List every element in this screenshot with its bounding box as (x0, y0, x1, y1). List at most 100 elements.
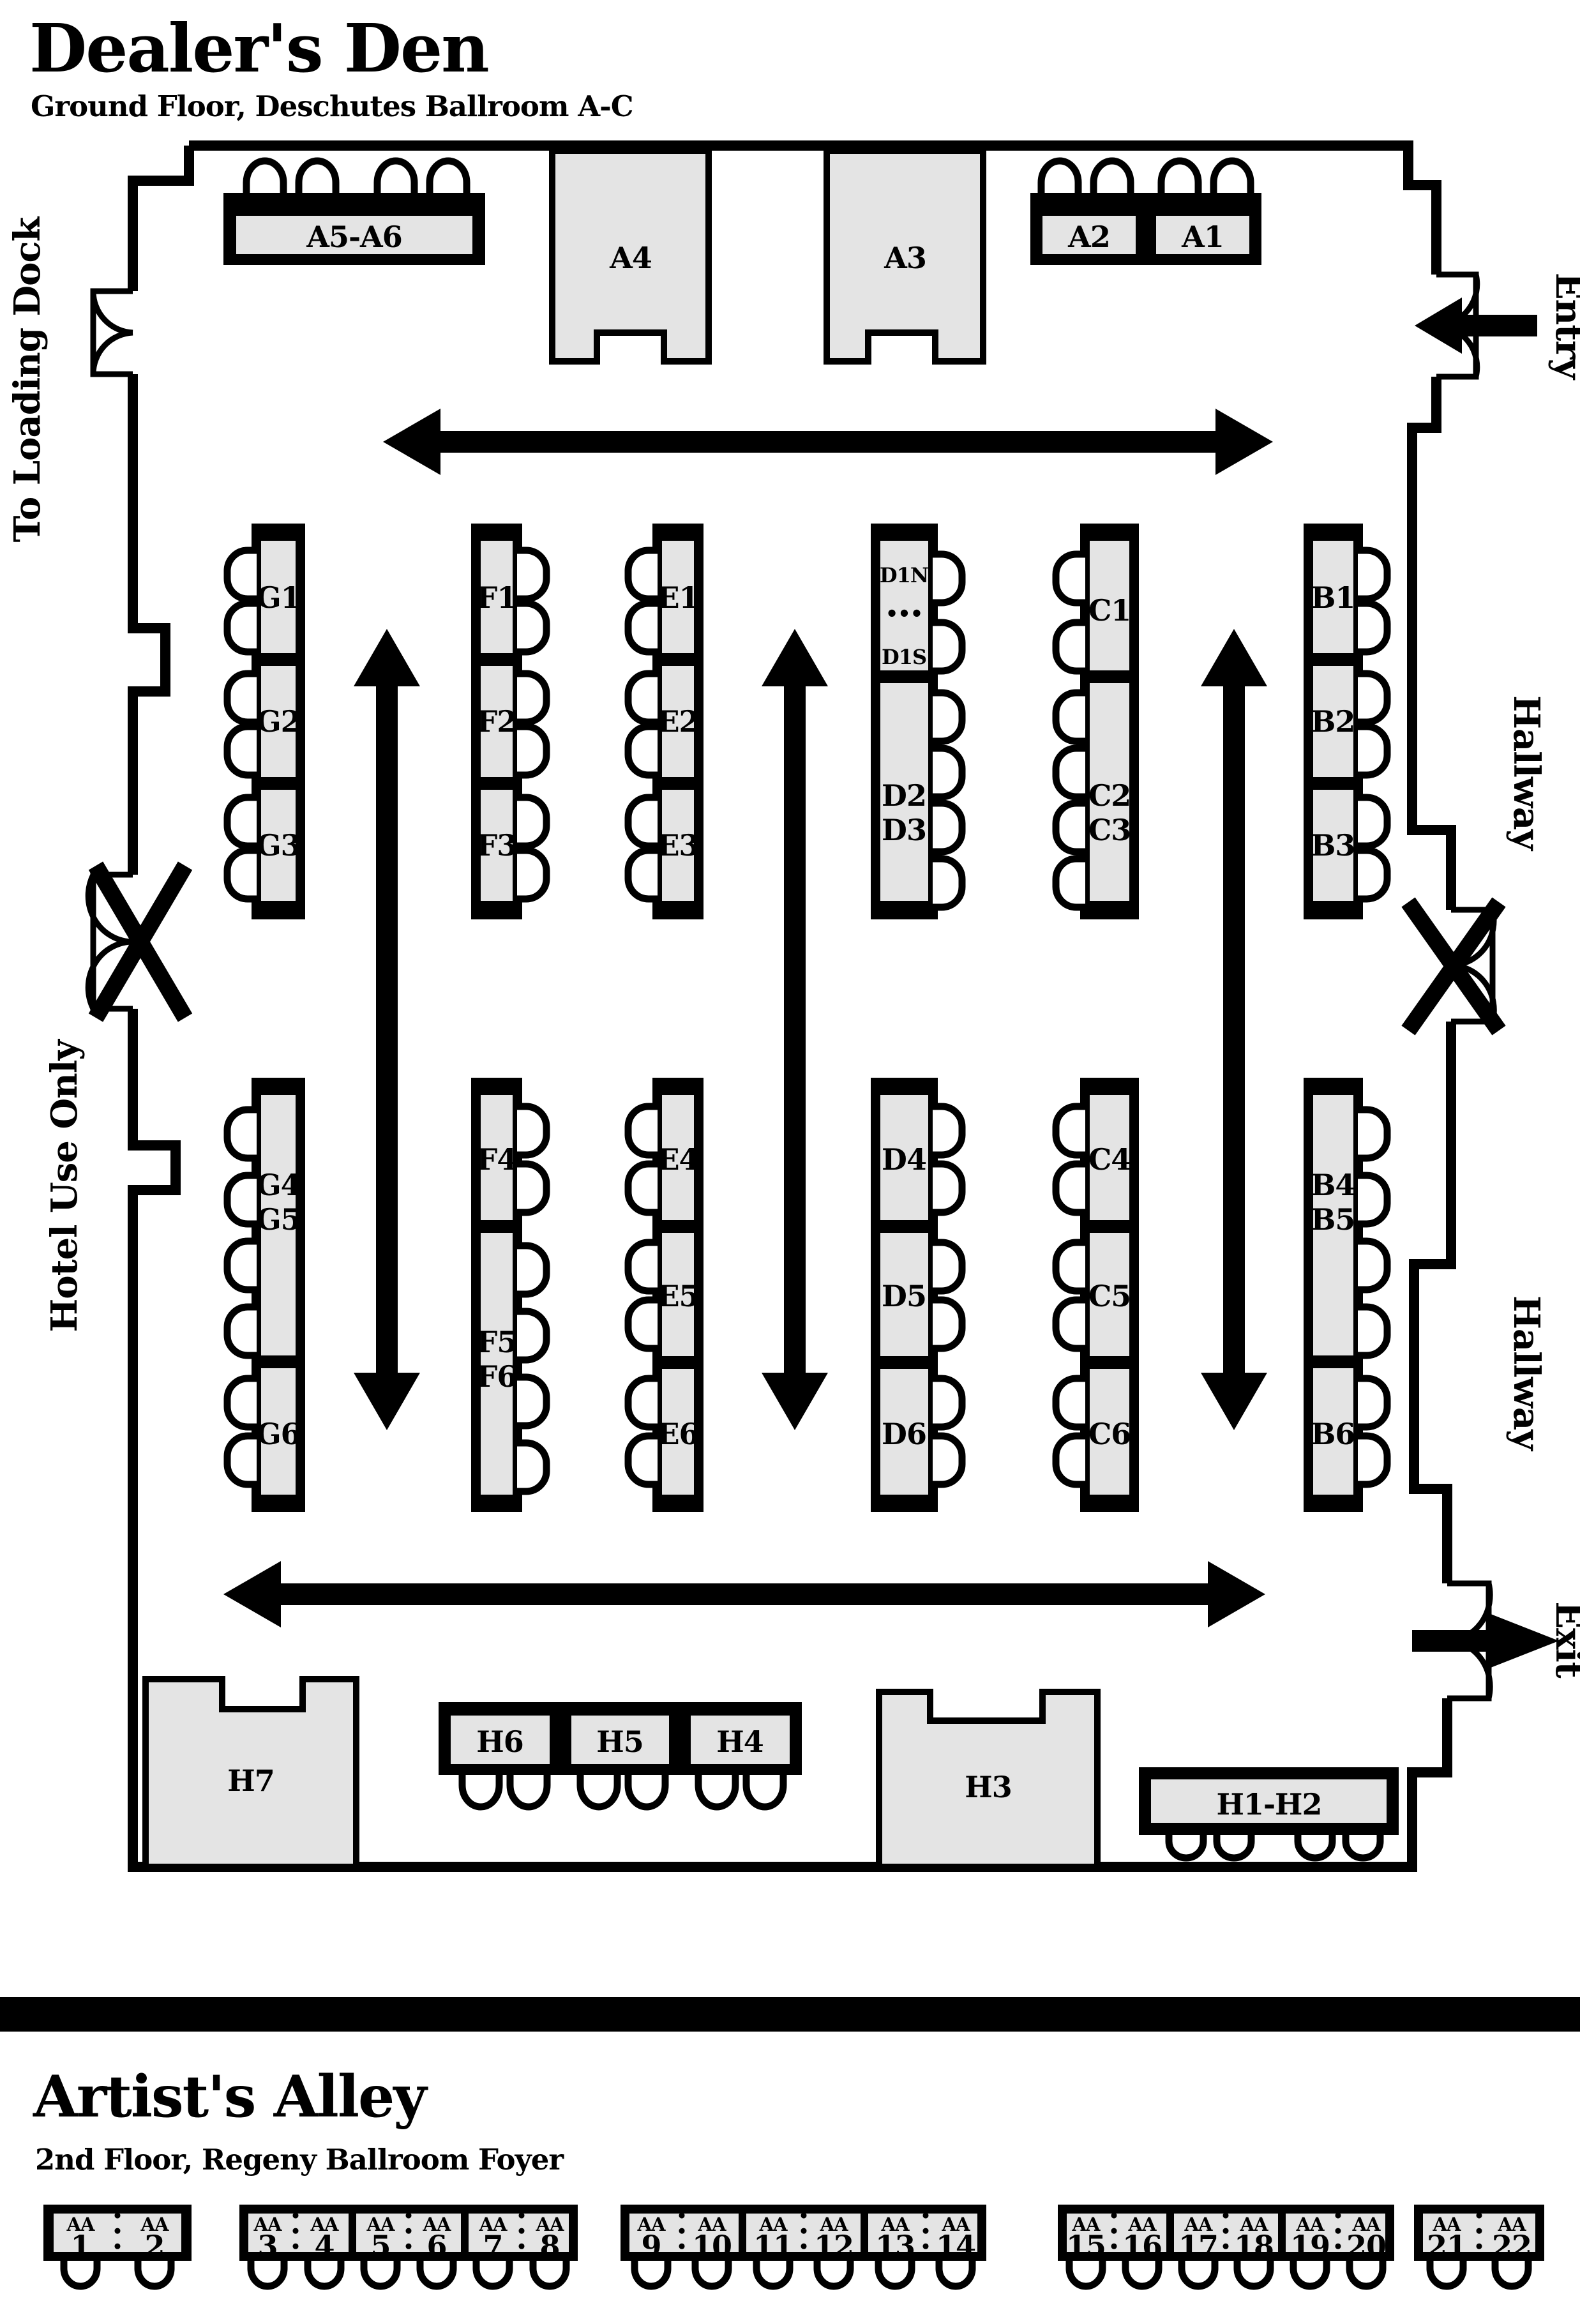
booth-b4-label: B4 (1311, 1168, 1355, 1202)
chair-icon (1342, 1835, 1384, 1862)
booth-column-b-lower: B4 B5 B6 (1304, 1078, 1363, 1512)
table-aa18-prefix: AA (1239, 2214, 1268, 2235)
chair-icon (223, 1106, 257, 1162)
booth-column-f-lower: F4 F5 F6 (471, 1078, 522, 1512)
booth-a2-label: A2 (1067, 220, 1110, 254)
table-aa21-prefix: AA (1432, 2214, 1461, 2235)
booth-h3-label: H3 (965, 1770, 1011, 1804)
table-aa8-prefix: AA (535, 2214, 564, 2235)
chair-icon (458, 1775, 503, 1811)
closed-door-right (1401, 897, 1506, 1036)
booth-h7-label: H7 (227, 1763, 274, 1798)
booth-f5-label: F5 (477, 1325, 517, 1359)
chair-icon (624, 547, 658, 603)
table-aa16-number: 16 (1122, 2229, 1162, 2263)
chair-icon (624, 1103, 658, 1159)
chair-icon (472, 2261, 513, 2290)
chair-icon (1358, 1237, 1391, 1294)
chair-icon (304, 2261, 345, 2290)
table-aa15-prefix: AA (1071, 2214, 1101, 2235)
table-aa7-number: 7 (483, 2229, 502, 2263)
booth-c3-label: C3 (1088, 813, 1131, 847)
table-aa6-prefix: AA (422, 2214, 451, 2235)
chair-icon (529, 2261, 570, 2290)
chair-icon (1052, 855, 1085, 911)
dealers-den-subtitle: Ground Floor, Deschutes Ballroom A-C (31, 89, 633, 123)
chair-icon (875, 2261, 915, 2290)
chair-icon (223, 1375, 257, 1431)
booth-c4-label: C4 (1088, 1142, 1131, 1177)
hotel-use-label: Hotel Use Only (43, 1039, 86, 1332)
chair-icon (134, 2261, 175, 2290)
chair-icon (1358, 1172, 1391, 1228)
entry-label: Entry (1547, 273, 1580, 381)
chair-icon (1052, 1296, 1085, 1352)
booth-b6-label: B6 (1311, 1417, 1355, 1451)
table-aa2-number: 2 (144, 2229, 164, 2263)
table-aa2-prefix: AA (140, 2214, 169, 2235)
exit-door (1412, 1580, 1559, 1701)
booth-b3-label: B3 (1311, 828, 1355, 863)
chair-icon (933, 1296, 966, 1352)
chair-icon (1233, 2261, 1274, 2290)
chair-icon (933, 1103, 966, 1159)
table-aa10-number: 10 (692, 2229, 732, 2263)
booth-h6-label: H6 (476, 1724, 523, 1759)
chair-icon (416, 2261, 457, 2290)
table-aa13-prefix: AA (880, 2214, 910, 2235)
chair-icon (223, 1237, 257, 1294)
section-separator (0, 1997, 1580, 2032)
chair-icon (933, 1375, 966, 1431)
booth-a3-label: A3 (884, 241, 926, 275)
chair-icon (223, 723, 257, 779)
booth-h7: H7 (142, 1676, 359, 1870)
booth-a5a6-label: A5-A6 (306, 220, 402, 254)
table-aa1-prefix: AA (66, 2214, 95, 2235)
booth-h3: H3 (876, 1689, 1101, 1870)
table-aa13-number: 13 (875, 2229, 915, 2263)
artists-alley-tables: AA 1 AA 2 AA 3 AA 4 AA 5 AA 6 AA 7 AA 8 … (43, 2205, 1544, 2263)
table-aa4-prefix: AA (310, 2214, 339, 2235)
chair-icon (247, 2261, 288, 2290)
booth-column-e-lower: E4 E5 E6 (652, 1078, 703, 1512)
chair-icon (1213, 1835, 1255, 1862)
chair-icon (624, 1296, 658, 1352)
chair-icon (1052, 1103, 1085, 1159)
aisle-arrow-vertical-1 (354, 629, 420, 1430)
table-aa11-number: 11 (753, 2229, 793, 2263)
closed-door-left (85, 861, 193, 1022)
chair-icon (517, 547, 550, 603)
table-aa8-number: 8 (539, 2229, 559, 2263)
booth-a3: A3 (824, 147, 986, 365)
chair-icon (933, 744, 966, 801)
chair-icon (624, 794, 658, 850)
booth-b1-label: B1 (1311, 580, 1355, 615)
chair-icon (933, 1160, 966, 1216)
chair-icon (1358, 794, 1391, 850)
room-outline (128, 140, 1456, 1872)
booth-column-b-upper: B1 B2 B3 (1304, 524, 1363, 919)
chair-icon (933, 799, 966, 856)
booth-g5-label: G5 (256, 1202, 300, 1237)
chair-icon (813, 2261, 854, 2290)
chair-icon (1358, 847, 1391, 903)
table-aa20-number: 20 (1346, 2229, 1386, 2263)
table-aa11-prefix: AA (758, 2214, 788, 2235)
table-aa1-number: 1 (70, 2229, 90, 2263)
chair-icon (517, 1373, 550, 1430)
entry-arrow (1415, 298, 1537, 354)
chair-icon (1052, 1375, 1085, 1431)
table-aa6-number: 6 (426, 2229, 446, 2263)
chair-icon (691, 2261, 732, 2290)
aisle-arrows (223, 409, 1273, 1627)
table-aa19-prefix: AA (1295, 2214, 1325, 2235)
chair-icon (1090, 157, 1134, 193)
chair-icon (624, 1775, 669, 1811)
booth-d1n-label: D1N (880, 563, 928, 587)
booth-c1-label: C1 (1088, 593, 1131, 628)
chair-icon (624, 1375, 658, 1431)
chair-icon (517, 1308, 550, 1364)
table-aa14-prefix: AA (941, 2214, 970, 2235)
loading-dock-door (90, 288, 133, 377)
